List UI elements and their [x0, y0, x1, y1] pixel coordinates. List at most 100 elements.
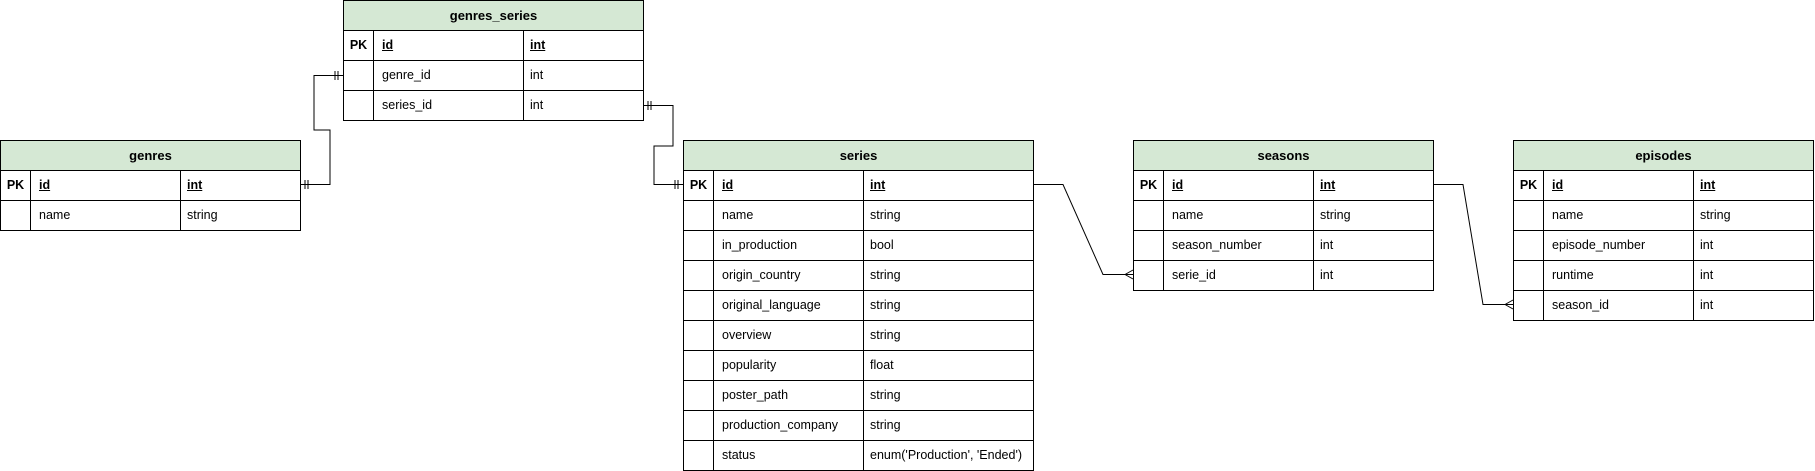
key-cell — [1514, 201, 1544, 230]
column-name: original_language — [714, 291, 864, 320]
column-type: enum('Production', 'Ended') — [870, 448, 1022, 462]
column-name: name — [31, 201, 181, 230]
entity-row[interactable]: runtime int — [1514, 261, 1813, 291]
key-cell — [684, 411, 714, 440]
column-name: status — [714, 441, 864, 470]
entity-row[interactable]: PK id int — [684, 171, 1033, 201]
entity-row[interactable]: original_language string — [684, 291, 1033, 321]
relationship-genres-series-series — [643, 101, 683, 189]
entity-title: episodes — [1514, 141, 1813, 171]
entity-row[interactable]: status enum('Production', 'Ended') — [684, 441, 1033, 470]
entity-row[interactable]: name string — [1134, 201, 1433, 231]
key-cell: PK — [1514, 171, 1544, 200]
entity-genres[interactable]: genres PK id int name string — [0, 140, 301, 231]
column-name: in_production — [714, 231, 864, 260]
key-cell: PK — [1134, 171, 1164, 200]
key-cell — [344, 61, 374, 90]
column-name: id — [714, 171, 864, 200]
entity-series[interactable]: series PK id int name string in_producti… — [683, 140, 1034, 471]
key-cell — [1514, 231, 1544, 260]
column-name: series_id — [374, 91, 524, 120]
entity-seasons[interactable]: seasons PK id int name string season_num… — [1133, 140, 1434, 291]
column-name: season_number — [1164, 231, 1314, 260]
entity-row[interactable]: series_id int — [344, 91, 643, 120]
column-type: string — [870, 418, 901, 432]
entity-title: series — [684, 141, 1033, 171]
entity-row[interactable]: season_number int — [1134, 231, 1433, 261]
entity-row[interactable]: PK id int — [1, 171, 300, 201]
column-type: int — [1700, 268, 1714, 282]
column-type: bool — [870, 238, 894, 252]
column-type: int — [870, 178, 886, 192]
key-cell — [684, 201, 714, 230]
key-cell — [684, 291, 714, 320]
entity-title: genres — [1, 141, 300, 171]
entity-row[interactable]: PK id int — [1134, 171, 1433, 201]
entity-row[interactable]: in_production bool — [684, 231, 1033, 261]
column-type: string — [870, 388, 901, 402]
column-type: string — [1320, 208, 1351, 222]
column-name: name — [1544, 201, 1694, 230]
key-cell — [1514, 261, 1544, 290]
column-name: name — [714, 201, 864, 230]
relationship-seasons-episodes — [1433, 184, 1514, 310]
column-type: int — [187, 178, 203, 192]
column-type: int — [530, 38, 546, 52]
key-cell — [684, 441, 714, 470]
column-name: poster_path — [714, 381, 864, 410]
key-cell — [684, 321, 714, 350]
column-type: string — [187, 208, 218, 222]
key-cell: PK — [684, 171, 714, 200]
entity-genres-series[interactable]: genres_series PK id int genre_id int ser… — [343, 0, 644, 121]
column-name: serie_id — [1164, 261, 1314, 290]
entity-row[interactable]: name string — [1, 201, 300, 230]
key-cell — [1134, 231, 1164, 260]
entity-row[interactable]: overview string — [684, 321, 1033, 351]
entity-row[interactable]: popularity float — [684, 351, 1033, 381]
column-type: int — [1700, 238, 1714, 252]
column-type: int — [1320, 238, 1334, 252]
column-type: int — [1700, 298, 1714, 312]
entity-row[interactable]: serie_id int — [1134, 261, 1433, 290]
entity-row[interactable]: name string — [684, 201, 1033, 231]
column-type: int — [1320, 178, 1336, 192]
key-cell — [684, 261, 714, 290]
column-name: id — [1164, 171, 1314, 200]
column-name: name — [1164, 201, 1314, 230]
entity-row[interactable]: PK id int — [344, 31, 643, 61]
column-name: origin_country — [714, 261, 864, 290]
column-type: float — [870, 358, 894, 372]
entity-title: genres_series — [344, 1, 643, 31]
entity-row[interactable]: poster_path string — [684, 381, 1033, 411]
column-type: string — [870, 208, 901, 222]
relationship-series-seasons — [1033, 184, 1134, 280]
column-type: int — [530, 68, 544, 82]
column-name: genre_id — [374, 61, 524, 90]
key-cell — [344, 91, 374, 120]
entity-row[interactable]: origin_country string — [684, 261, 1033, 291]
entity-row[interactable]: episode_number int — [1514, 231, 1813, 261]
entity-row[interactable]: PK id int — [1514, 171, 1813, 201]
key-cell — [684, 231, 714, 260]
column-name: season_id — [1544, 291, 1694, 320]
column-name: overview — [714, 321, 864, 350]
key-cell: PK — [1, 171, 31, 200]
column-type: string — [870, 298, 901, 312]
column-name: id — [374, 31, 524, 60]
column-type: string — [870, 328, 901, 342]
key-cell — [1, 201, 31, 230]
relationship-genres-genres-series — [300, 71, 343, 189]
key-cell — [1514, 291, 1544, 320]
key-cell — [1134, 261, 1164, 290]
entity-episodes[interactable]: episodes PK id int name string episode_n… — [1513, 140, 1814, 321]
column-type: int — [530, 98, 544, 112]
key-cell: PK — [344, 31, 374, 60]
entity-row[interactable]: season_id int — [1514, 291, 1813, 320]
column-name: popularity — [714, 351, 864, 380]
entity-row[interactable]: genre_id int — [344, 61, 643, 91]
column-name: id — [31, 171, 181, 200]
key-cell — [684, 381, 714, 410]
entity-row[interactable]: production_company string — [684, 411, 1033, 441]
entity-row[interactable]: name string — [1514, 201, 1813, 231]
